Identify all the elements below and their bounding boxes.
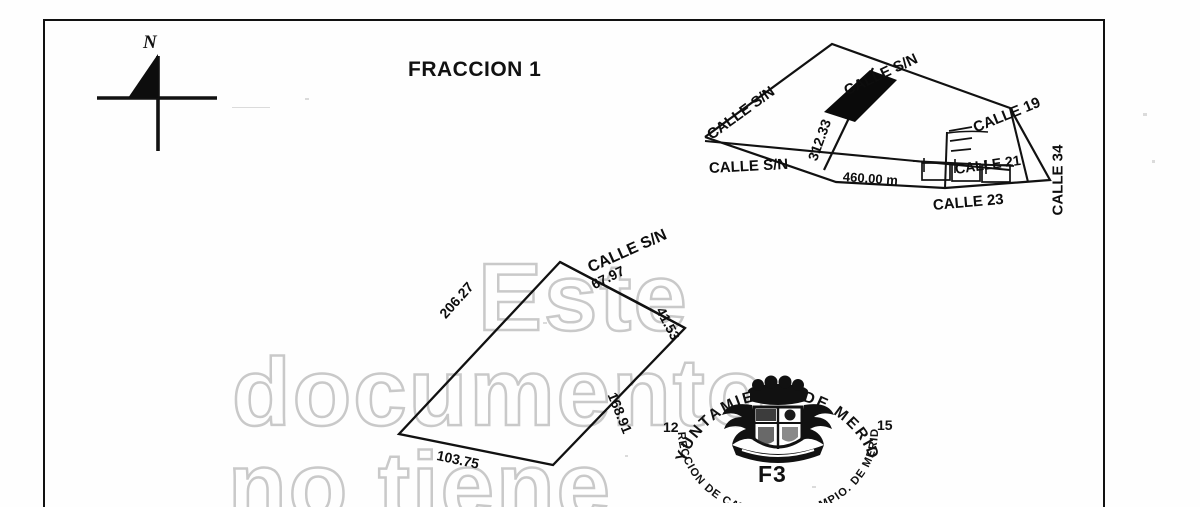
seal-center-code: F3 — [758, 461, 787, 487]
seal-graphic: AYUNTAMIENTO DE MERIDA DIRECCION DE CATA… — [655, 344, 880, 507]
scan-speck — [305, 98, 309, 100]
key-map-label-calle-34: CALLE 34 — [1049, 144, 1067, 216]
official-seal: AYUNTAMIENTO DE MERIDA DIRECCION DE CATA… — [655, 344, 894, 507]
scan-speck — [1143, 113, 1147, 116]
north-label: N — [143, 32, 157, 53]
drawing-frame-border — [43, 19, 1105, 507]
scan-speck — [232, 107, 270, 108]
north-arrow — [97, 54, 217, 151]
scan-speck — [1152, 160, 1155, 163]
seal-right-number: 15 — [877, 417, 893, 433]
seal-left-number: 12 — [663, 419, 679, 435]
scan-speck — [812, 486, 816, 488]
page-title: FRACCION 1 — [408, 58, 542, 81]
